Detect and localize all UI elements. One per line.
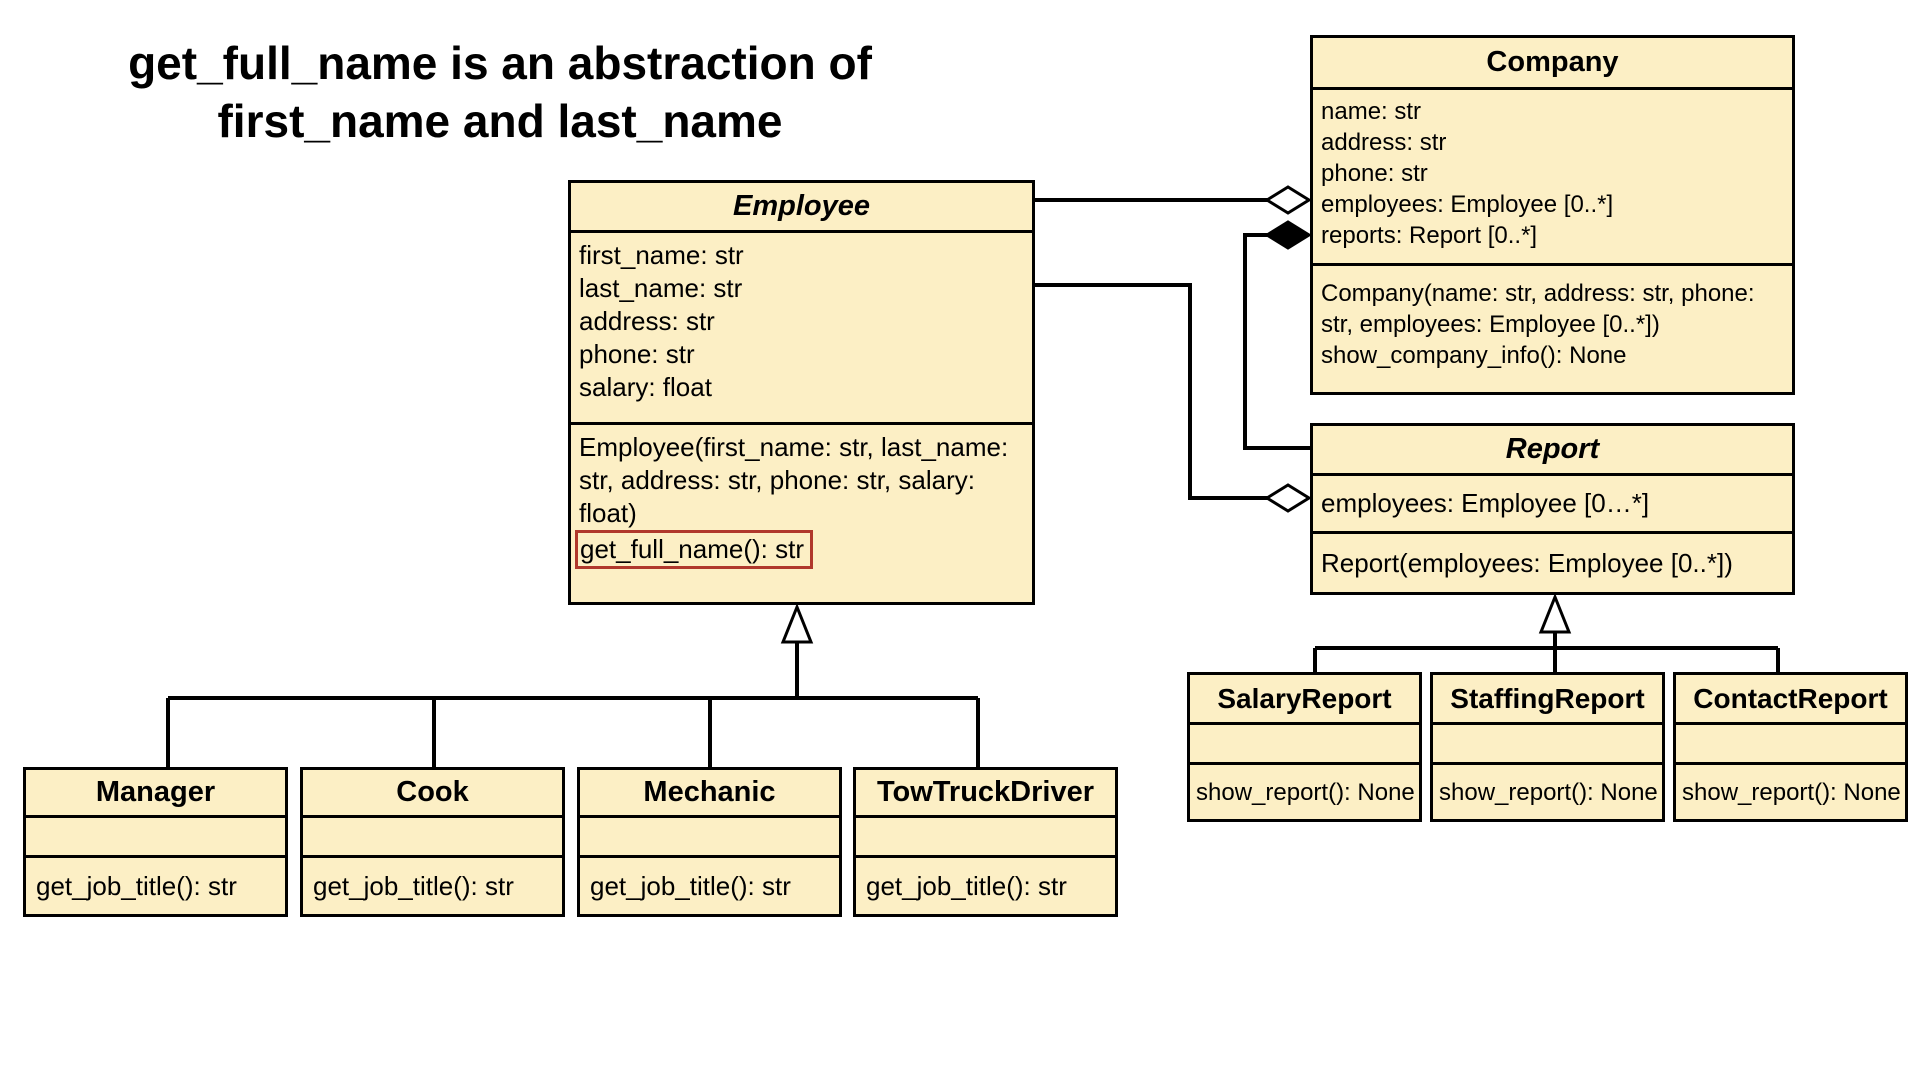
class-name-mechanic: Mechanic	[580, 770, 839, 818]
class-name-cook: Cook	[303, 770, 562, 818]
attributes-salaryreport	[1190, 725, 1419, 765]
method-show-report: show_report(): None	[1682, 778, 1901, 806]
class-name-staffingreport: StaffingReport	[1433, 675, 1662, 725]
report-constructor: Report(employees: Employee [0..*])	[1321, 547, 1733, 578]
operations-staffingreport: show_report(): None	[1433, 765, 1662, 819]
method-show-company-info: show_company_info(): None	[1321, 342, 1627, 369]
inheritance-arrow-employee	[780, 602, 814, 644]
class-name-contactreport: ContactReport	[1676, 675, 1905, 725]
attributes-staffingreport	[1433, 725, 1662, 765]
aggregation-diamond-company	[1264, 185, 1312, 215]
operations-contactreport: show_report(): None	[1676, 765, 1905, 819]
operations-manager: get_job_title(): str	[26, 858, 285, 914]
report-company-composition-line	[1243, 233, 1310, 450]
class-name-manager: Manager	[26, 770, 285, 818]
attributes-manager	[26, 818, 285, 858]
method-get-job-title: get_job_title(): str	[866, 870, 1067, 901]
attribute-employees: employees: Employee [0..*]	[1321, 191, 1614, 218]
method-show-report: show_report(): None	[1439, 778, 1658, 806]
class-company: Company name: str address: str phone: st…	[1310, 35, 1795, 395]
class-staffingreport: StaffingReport show_report(): None	[1430, 672, 1665, 822]
operations-company: Company(name: str, address: str, phone: …	[1313, 266, 1792, 392]
attribute-salary: salary: float	[579, 372, 712, 402]
method-get-job-title: get_job_title(): str	[313, 870, 514, 901]
company-constructor-line-1: Company(name: str, address: str, phone:	[1321, 280, 1755, 307]
attributes-cook	[303, 818, 562, 858]
attribute-phone: phone: str	[579, 339, 695, 369]
class-name-company: Company	[1313, 38, 1792, 90]
method-get-job-title: get_job_title(): str	[590, 870, 791, 901]
attributes-mechanic	[580, 818, 839, 858]
attribute-address: address: str	[1321, 129, 1447, 156]
method-get-job-title: get_job_title(): str	[36, 870, 237, 901]
caption-line-2: first_name and last_name	[217, 95, 783, 147]
attribute-last-name: last_name: str	[579, 273, 743, 303]
class-salaryreport: SalaryReport show_report(): None	[1187, 672, 1422, 822]
caption-line-1: get_full_name is an abstraction of	[128, 37, 872, 89]
attributes-contactreport	[1676, 725, 1905, 765]
class-employee: Employee first_name: str last_name: str …	[568, 180, 1035, 605]
operations-employee: Employee(first_name: str, last_name: str…	[571, 425, 1032, 602]
aggregation-diamond-report	[1264, 483, 1312, 513]
constructor-line-2: str, address: str, phone: str, salary:	[579, 465, 975, 495]
class-name-towtruckdriver: TowTruckDriver	[856, 770, 1115, 818]
method-show-report: show_report(): None	[1196, 778, 1415, 806]
operations-salaryreport: show_report(): None	[1190, 765, 1419, 819]
attribute-name: name: str	[1321, 98, 1422, 125]
attribute-reports: reports: Report [0..*]	[1321, 222, 1538, 249]
attribute-phone: phone: str	[1321, 160, 1428, 187]
class-manager: Manager get_job_title(): str	[23, 767, 288, 917]
class-report: Report employees: Employee [0…*] Report(…	[1310, 423, 1795, 595]
diagram-caption: get_full_name is an abstraction of first…	[100, 34, 900, 150]
inheritance-arrow-report	[1538, 592, 1572, 634]
operations-towtruckdriver: get_job_title(): str	[856, 858, 1115, 914]
constructor-line-1: Employee(first_name: str, last_name:	[579, 432, 1009, 462]
operations-mechanic: get_job_title(): str	[580, 858, 839, 914]
operations-report: Report(employees: Employee [0..*])	[1313, 534, 1792, 592]
class-name-salaryreport: SalaryReport	[1190, 675, 1419, 725]
operations-cook: get_job_title(): str	[303, 858, 562, 914]
constructor-line-3: float)	[579, 498, 637, 528]
class-name-employee: Employee	[571, 183, 1032, 233]
attributes-employee: first_name: str last_name: str address: …	[571, 233, 1032, 425]
attributes-report: employees: Employee [0…*]	[1313, 476, 1792, 534]
class-name-report: Report	[1313, 426, 1792, 476]
employee-report-aggregation-line	[1035, 283, 1270, 500]
attributes-towtruckdriver	[856, 818, 1115, 858]
attribute-first-name: first_name: str	[579, 240, 744, 270]
class-cook: Cook get_job_title(): str	[300, 767, 565, 917]
attribute-address: address: str	[579, 306, 715, 336]
class-mechanic: Mechanic get_job_title(): str	[577, 767, 842, 917]
company-constructor-line-2: str, employees: Employee [0..*])	[1321, 311, 1660, 338]
class-towtruckdriver: TowTruckDriver get_job_title(): str	[853, 767, 1118, 917]
composition-diamond-company	[1264, 220, 1312, 250]
class-contactreport: ContactReport show_report(): None	[1673, 672, 1908, 822]
highlighted-method-get-full-name: get_full_name(): str	[575, 530, 813, 569]
attributes-company: name: str address: str phone: str employ…	[1313, 90, 1792, 266]
attribute-report-employees: employees: Employee [0…*]	[1321, 488, 1650, 518]
